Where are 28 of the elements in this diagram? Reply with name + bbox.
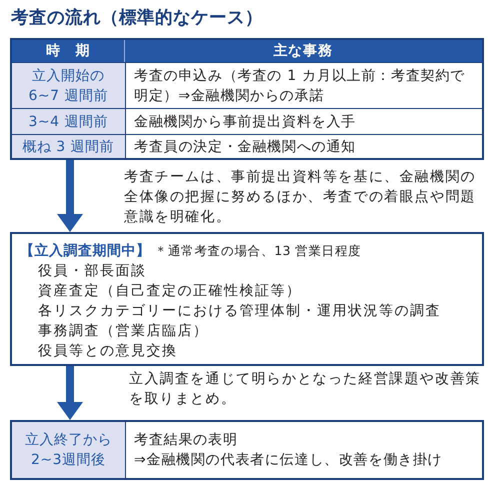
activity-item: 資産査定（自己査定の正確性検証等） xyxy=(38,282,302,301)
activity-item: 役員・部長面談 xyxy=(38,262,146,281)
task-description: 考査員の決定・金融機関への通知 xyxy=(134,138,356,156)
section-heading: 【立入調査期間中】 xyxy=(20,242,150,261)
activity-panel xyxy=(10,232,484,366)
task-description: 考査結果の表明 xyxy=(134,431,238,450)
duration-note: ＊通常考査の場合、13 営業日程度 xyxy=(154,242,362,260)
table-row xyxy=(12,62,482,108)
task-description: 考査の申込み（考査の 1 カ月以上前：考査契約で明定）⇒金融機関からの承諾 xyxy=(134,66,466,106)
table-row xyxy=(12,134,482,158)
activity-item: 事務調査（営業店臨店） xyxy=(38,322,208,341)
activity-item: 各リスクカテゴリーにおける管理体制・運用状況等の調査 xyxy=(38,302,441,321)
arrow xyxy=(57,160,83,232)
column-header: 主な事務 xyxy=(273,42,333,60)
task-description: ⇒金融機関の代表者に伝達し、改善を働き掛け xyxy=(134,451,443,470)
table-header-row xyxy=(12,40,482,62)
period-cell: 立入終了から2~3週間後 xyxy=(12,422,126,478)
diagram-title: 考査の流れ（標準的なケース） xyxy=(11,7,263,29)
period-cell: 立入開始の6~7 週間前 xyxy=(12,63,126,108)
column-header: 時 期 xyxy=(46,42,90,60)
activity-item: 役員等との意見交換 xyxy=(38,342,178,361)
arrow xyxy=(57,366,83,420)
task-description: 金融機関から事前提出資料を入手 xyxy=(134,112,356,132)
step-box xyxy=(10,420,484,480)
period-cell: 概ね 3 週間前 xyxy=(12,135,126,158)
schedule-table xyxy=(10,38,484,160)
period-cell: 3~4 週間前 xyxy=(12,109,126,134)
table-row xyxy=(12,108,482,134)
